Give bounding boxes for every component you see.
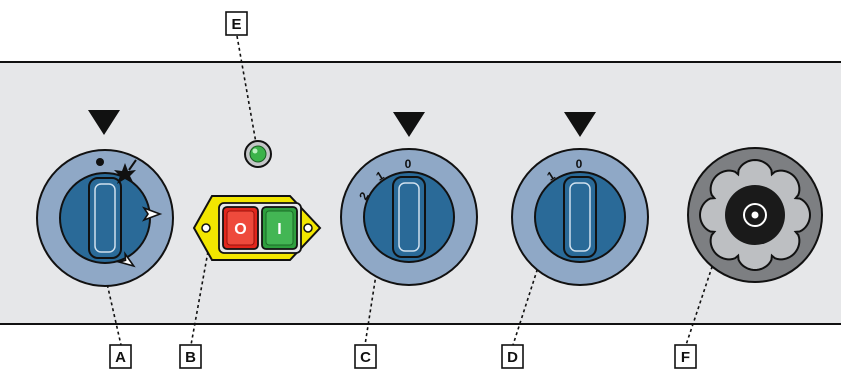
leader-line-a <box>105 278 122 346</box>
indicator-light-e <box>244 140 272 168</box>
callout-d-label: D <box>507 349 518 366</box>
indicator-light-lamp <box>249 145 267 163</box>
callout-a-label: A <box>115 349 126 366</box>
selector-a[interactable] <box>36 110 174 287</box>
leader-line-e <box>236 35 257 144</box>
dot-icon <box>96 158 104 166</box>
socket-f[interactable] <box>687 147 823 283</box>
triangle-down-icon <box>88 110 120 135</box>
leader-line-f <box>685 254 717 346</box>
leader-line-b <box>190 245 210 346</box>
selector-d-handle[interactable] <box>563 176 597 258</box>
off-button-label: O <box>234 221 246 238</box>
callout-a: A <box>109 344 132 369</box>
selector-c-handle[interactable] <box>392 176 426 258</box>
callout-e-label: E <box>231 16 241 33</box>
callout-c: C <box>354 344 377 369</box>
indicator-light-glint <box>252 148 258 154</box>
selector-c-handle-highlight <box>398 182 420 252</box>
selector-a-handle[interactable] <box>88 177 122 259</box>
selector-d[interactable]: 1 0 <box>511 112 649 286</box>
off-button[interactable]: O <box>222 206 259 250</box>
callout-b: B <box>179 344 202 369</box>
callout-f: F <box>674 344 697 369</box>
spark-icon <box>114 159 137 184</box>
arrow-right-icon <box>141 206 163 222</box>
callout-b-label: B <box>185 349 196 366</box>
triangle-down-icon <box>564 112 596 137</box>
arrow-down-left-icon <box>116 251 136 268</box>
housing-screw-right <box>303 223 313 233</box>
socket-center-pin <box>751 211 759 219</box>
selector-c-position-0: 0 <box>405 157 412 171</box>
power-switch-b: O I <box>192 195 322 261</box>
triangle-down-icon <box>393 112 425 137</box>
callout-e: E <box>225 11 248 36</box>
housing-screw-left <box>201 223 211 233</box>
callout-d: D <box>501 344 524 369</box>
selector-d-handle-highlight <box>569 182 591 252</box>
callout-c-label: C <box>360 349 371 366</box>
on-button-label: I <box>277 221 281 238</box>
selector-c[interactable]: 2 1 0 <box>340 112 478 286</box>
selector-a-handle-highlight <box>94 183 116 253</box>
selector-d-position-0: 0 <box>576 157 583 171</box>
on-button[interactable]: I <box>261 206 298 250</box>
callout-f-label: F <box>681 349 690 366</box>
